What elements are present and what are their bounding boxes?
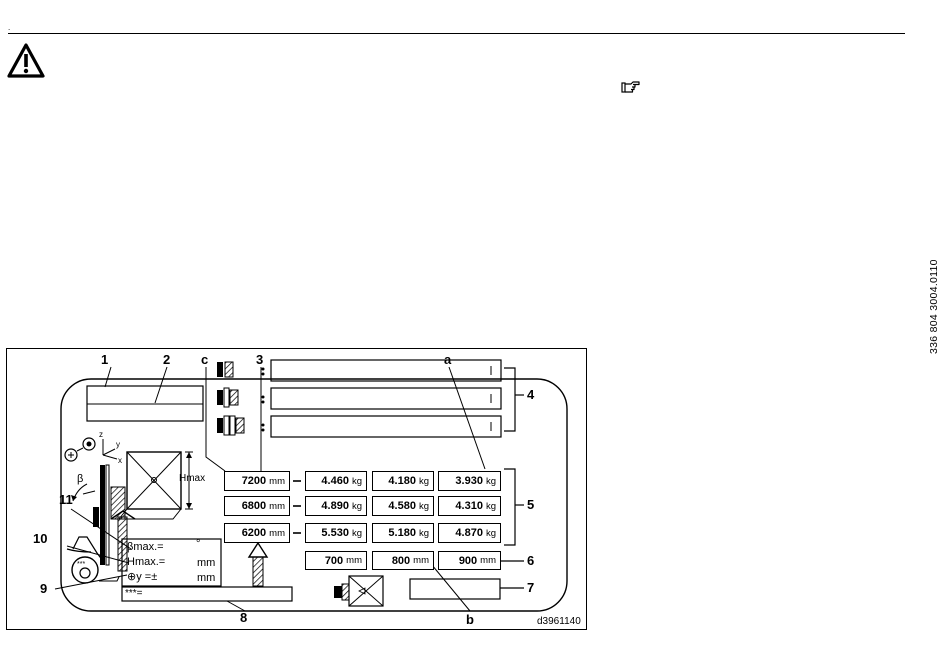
callout-11: 11 [59,493,73,507]
document-number-text: 336 804 3004.0110 [927,284,941,354]
y-offset-label: ⊕y =± [127,571,157,583]
axis-x-label: x [118,455,122,467]
callout-7: 7 [527,581,534,595]
callout-b: b [466,613,474,627]
hmax-label: Hmax.= [127,556,165,568]
callout-1: 1 [101,353,108,367]
callout-3: 3 [256,353,263,367]
hmax-dimension-label: Hmax [179,473,205,485]
callout-c: c [201,353,208,367]
callout-6: 6 [527,554,534,568]
callout-4: 4 [527,388,534,402]
axes-steering-icon [65,438,117,461]
field-7-box [410,579,500,599]
callout-5: 5 [527,498,534,512]
figure-id: d3961140 [537,616,581,628]
callout-10: 10 [33,532,47,546]
document-number: 336 804 3004.0110 [927,284,941,354]
axis-z-label: z [99,429,103,441]
pointing-hand-icon [621,80,641,94]
axis-y-label: y [116,439,120,451]
beta-unit: ° [196,538,200,550]
field-8-box [122,587,292,601]
callout-9: 9 [40,582,47,596]
attachment-symbol-icon [334,576,383,606]
attachment-rows [262,360,502,437]
mast-stage-icons [217,362,244,435]
hmax-unit: mm [197,557,215,569]
stars-label: ***= [125,588,143,600]
lift-arrow-icon [249,543,267,586]
callout-2: 2 [163,353,170,367]
warning-icon [6,42,46,80]
y-offset-unit: mm [197,572,215,584]
beta-angle-label: β [77,473,83,485]
page-corner-mark: . [8,24,10,32]
top-rule [8,33,905,34]
beta-max-label: βmax.= [127,541,164,553]
callout-a: a [444,353,451,367]
wheel-stars: *** [77,559,85,571]
callout-8: 8 [240,611,247,625]
